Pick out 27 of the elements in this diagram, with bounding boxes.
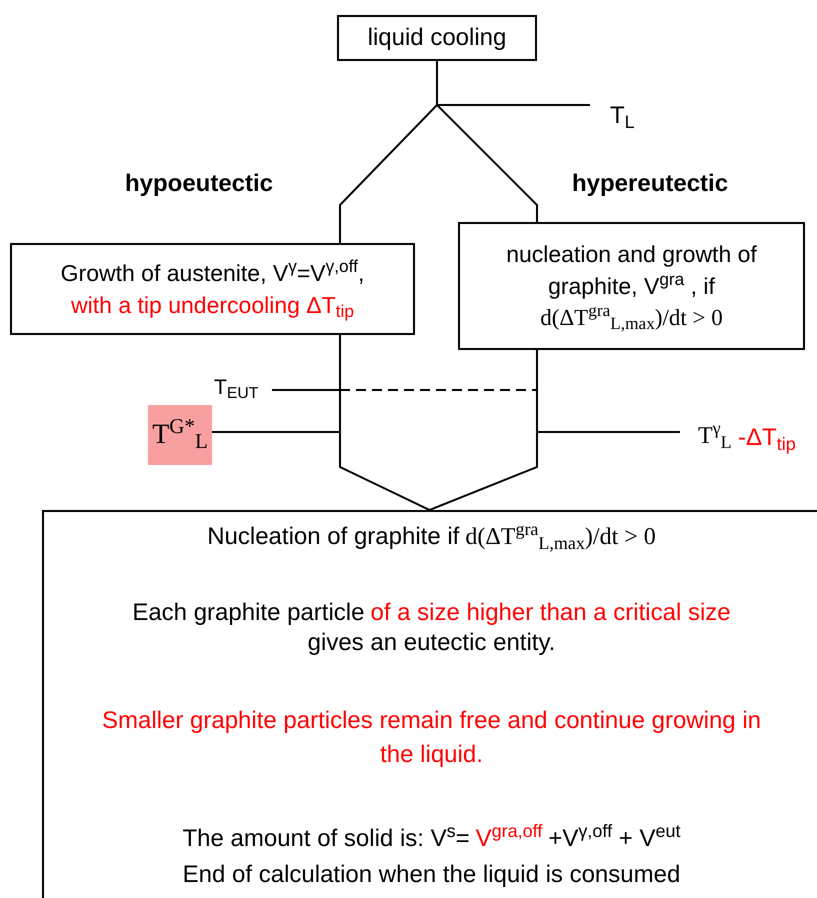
node-text: End of calculation when the liquid is consumed [182, 860, 680, 890]
diagram-label: -ΔT$_{tip}$ [738, 423, 796, 456]
node-text: liquid cooling [368, 23, 506, 53]
formula: d(ΔT$^{gra}$$_{L,max}$)/dt > 0 [465, 520, 656, 554]
node-text: gives an eutectic entity. [308, 628, 556, 658]
connector-line [212, 431, 340, 433]
node-text: Growth of austenite, V$^{γ}$=V$^{γ,off}$, [60, 257, 364, 288]
node-text: The amount of solid is: V$^{s}$= [182, 822, 470, 854]
node-text: Nucleation of graphite if [207, 522, 460, 552]
node-text: +V$^{γ,off}$ + V$^{eut}$ [548, 822, 680, 854]
connector-line [429, 350, 538, 511]
result-box [42, 510, 817, 898]
node-text: V$^{gra,off}$ [476, 822, 542, 854]
node-text: of a size higher than a critical size [370, 598, 731, 628]
process-box [10, 243, 415, 335]
diagram-label: hypoeutectic [125, 169, 274, 199]
diagram-label: T$_{L}$ [610, 101, 635, 134]
node-text: with a tip undercooling ΔT$_{tip}$ [71, 291, 354, 321]
diagram-label: T$_{EUT}$ [214, 375, 258, 404]
node-text: Each graphite particle [132, 598, 364, 628]
process-box [337, 15, 537, 61]
node-text: Smaller graphite particles remain free and continue growing in the liquid. [100, 706, 762, 770]
formula: d(ΔT$^{gra}$$_{L,max}$)/dt > 0 [540, 302, 723, 334]
process-box [458, 222, 805, 350]
diagram-label: hypereutectic [572, 169, 728, 199]
connector-line [339, 335, 430, 511]
highlight-box [148, 405, 212, 465]
